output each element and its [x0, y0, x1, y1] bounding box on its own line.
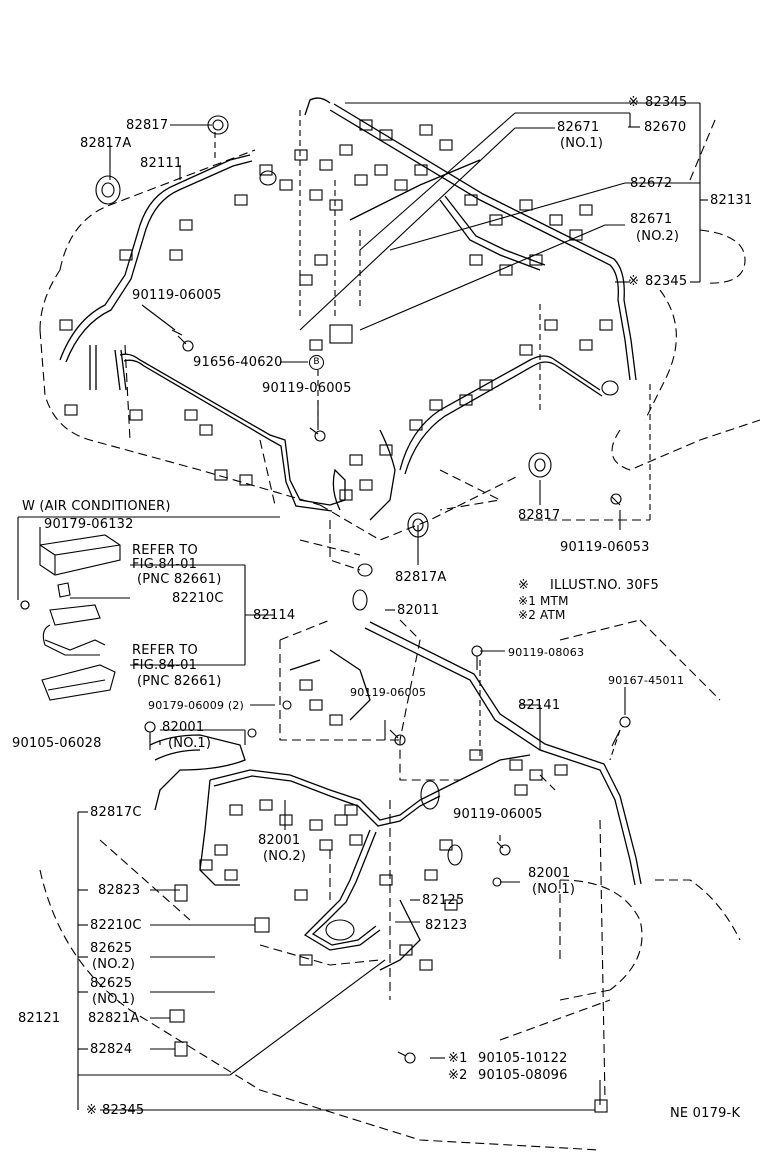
label-82210C-a: 82210C [172, 591, 224, 606]
label-82671-no1-sub: (NO.1) [560, 136, 604, 151]
lower-harness [149, 621, 642, 971]
label-82001-no1-b-sub: (NO.1) [532, 882, 576, 897]
label-82345-a: 82345 [645, 95, 688, 110]
label-refer-to-1: REFER TO [132, 543, 198, 558]
label-82671-no1: 82671 [557, 120, 600, 135]
upper-harness [59, 97, 637, 521]
label-90119-06005-c: 90119-06005 [350, 686, 427, 699]
label-82817-mid: 82817 [518, 508, 561, 523]
label-82001-no1-b: 82001 [528, 866, 571, 881]
label-82345-b-mark: ※ [628, 274, 640, 289]
label-w-air-conditioner: W (AIR CONDITIONER) [22, 499, 171, 514]
label-82123: 82123 [425, 918, 468, 933]
connector-blocks [59, 119, 613, 1113]
label-82672: 82672 [630, 176, 673, 191]
label-91656-40620: 91656-40620 [193, 355, 283, 370]
legend-mark-illust: ※ [518, 578, 530, 593]
label-82131: 82131 [710, 193, 753, 208]
label-82625-no1: 82625 [90, 976, 133, 991]
label-82625-no2-sub: (NO.2) [92, 957, 136, 972]
label-82001-no1-a-sub: (NO.1) [168, 736, 212, 751]
label-90179-06132: 90179-06132 [44, 517, 134, 532]
legend-text-illust: ILLUST.NO. 30F5 [550, 578, 659, 593]
label-90119-06005-d: 90119-06005 [453, 807, 543, 822]
label-82345-c-mark: ※ [86, 1103, 98, 1118]
bolts [20, 329, 631, 1064]
label-90105-06028: 90105-06028 [12, 736, 102, 751]
label-82625-no2: 82625 [90, 941, 133, 956]
label-82001-no1-a: 82001 [162, 720, 205, 735]
label-pnc-82661-1: (PNC 82661) [137, 572, 222, 587]
label-82824: 82824 [90, 1042, 133, 1057]
label-82625-no1-sub: (NO.1) [92, 992, 136, 1007]
label-bolt-mark-2: ※2 [448, 1068, 468, 1083]
label-90119-06005-a: 90119-06005 [132, 288, 222, 303]
label-fig-84-01-2: FIG.84-01 [132, 658, 198, 673]
label-82345-a-mark: ※ [628, 95, 640, 110]
label-82210C-b: 82210C [90, 918, 142, 933]
label-90119-06005-b: 90119-06005 [262, 381, 352, 396]
label-82670: 82670 [644, 120, 687, 135]
label-pnc-82661-2: (PNC 82661) [137, 674, 222, 689]
label-refer-to-2: REFER TO [132, 643, 198, 658]
label-90167-45011: 90167-45011 [608, 674, 685, 687]
upper-body-outline [39, 119, 761, 571]
legend-text-atm: ATM [540, 608, 566, 622]
label-82817-top: 82817 [126, 118, 169, 133]
label-90119-06053: 90119-06053 [560, 540, 650, 555]
upper-leaders [109, 102, 708, 565]
label-82141: 82141 [518, 698, 561, 713]
label-82121: 82121 [18, 1011, 61, 1026]
label-82821A: 82821A [88, 1011, 140, 1026]
label-82125: 82125 [422, 893, 465, 908]
label-82671-no2: 82671 [630, 212, 673, 227]
label-82114: 82114 [253, 608, 296, 623]
grommets [95, 115, 619, 941]
label-82817A-mid: 82817A [395, 570, 447, 585]
label-90105-10122: 90105-10122 [478, 1051, 568, 1066]
label-82817C: 82817C [90, 805, 142, 820]
label-82345-b: 82345 [645, 274, 688, 289]
label-fig-84-01-1: FIG.84-01 [132, 557, 198, 572]
legend-mark-1: ※1 [518, 594, 537, 608]
label-82671-no2-sub: (NO.2) [636, 229, 680, 244]
ac-group-frame [17, 516, 280, 666]
label-82345-c: 82345 [102, 1103, 145, 1118]
label-82001-no2-sub: (NO.2) [263, 849, 307, 864]
ac-parts [20, 534, 121, 701]
label-91656-circle: B [309, 355, 324, 370]
lower-leaders [77, 609, 626, 1111]
label-90179-06009: 90179-06009 (2) [148, 699, 245, 712]
label-82001-no2: 82001 [258, 833, 301, 848]
legend-text-mtm: MTM [540, 594, 569, 608]
label-82817A-top: 82817A [80, 136, 132, 151]
label-90119-08063: 90119-08063 [508, 646, 585, 659]
drawing-code: NE 0179-K [670, 1106, 741, 1121]
label-bolt-mark-1: ※1 [448, 1051, 468, 1066]
legend-mark-2: ※2 [518, 608, 537, 622]
label-82823: 82823 [98, 883, 141, 898]
label-82011: 82011 [397, 603, 440, 618]
label-90105-08096: 90105-08096 [478, 1068, 568, 1083]
label-82111: 82111 [140, 156, 183, 171]
